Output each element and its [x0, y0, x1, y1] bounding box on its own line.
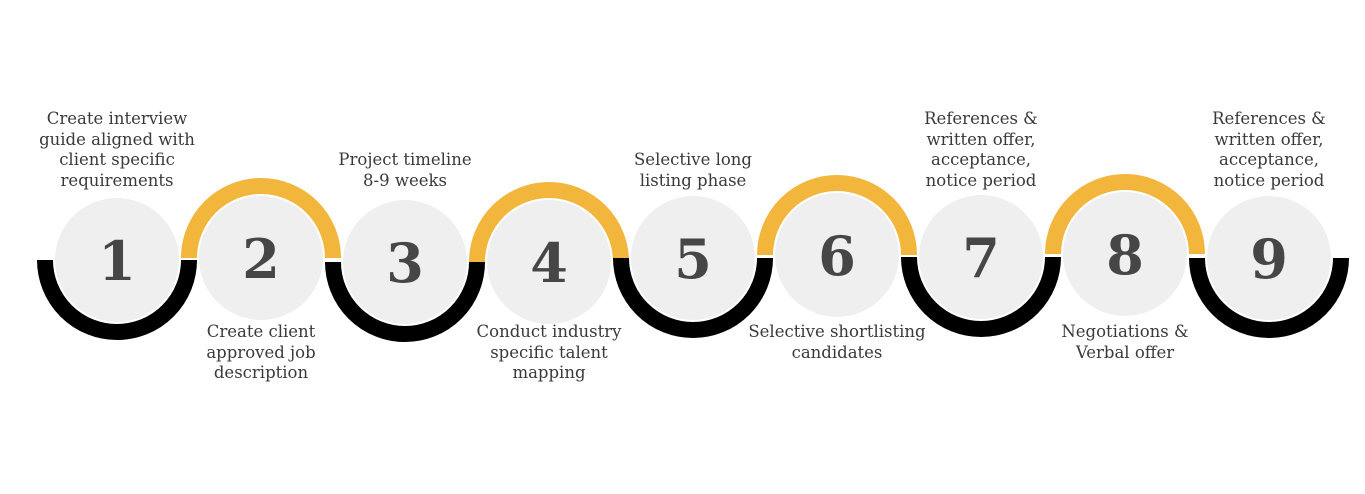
step-circle	[55, 198, 179, 322]
step-number: 1	[98, 229, 136, 293]
connector-arc-bottom	[325, 261, 485, 342]
step-label: Selective long listing phase	[634, 150, 752, 190]
step-number: 9	[1250, 227, 1288, 291]
step-number: 8	[1106, 223, 1144, 287]
connector-arc-top	[1045, 174, 1205, 255]
connector-arc-top	[469, 182, 629, 263]
step-number: 7	[962, 226, 1000, 290]
step-label: Negotiations & Verbal offer	[1061, 322, 1189, 362]
connector-arc-bottom	[613, 257, 773, 338]
step-label: Project timeline 8-9 weeks	[338, 150, 472, 190]
step-label: Create client approved job description	[206, 322, 316, 382]
step-label: Create interview guide aligned with clie…	[39, 109, 195, 190]
step-circle	[1207, 196, 1331, 320]
step-label: Conduct industry specific talent mapping	[476, 322, 622, 382]
step-circle	[919, 195, 1043, 319]
step-label: References & written offer, acceptance, …	[924, 109, 1038, 190]
connector-arc-bottom	[37, 259, 197, 340]
step-circle	[343, 200, 467, 324]
step-circle	[199, 196, 323, 320]
step-circles: 1 2 3 4 5 6 7 8 9	[55, 192, 1331, 324]
step-number: 3	[386, 231, 424, 295]
connector-arcs	[37, 174, 1349, 342]
connector-arc-bottom	[901, 256, 1061, 337]
connector-arc-bottom	[1189, 257, 1349, 338]
step-number: 2	[242, 227, 280, 291]
step-number: 6	[818, 224, 856, 288]
connector-arc-top	[181, 178, 341, 259]
connector-arc-top	[757, 175, 917, 256]
step-circle	[1063, 192, 1187, 316]
step-label: Selective shortlisting candidates	[748, 322, 926, 362]
step-circle	[631, 196, 755, 320]
step-circle	[487, 200, 611, 324]
step-circle	[775, 193, 899, 317]
step-number: 4	[530, 231, 568, 295]
step-label: References & written offer, acceptance, …	[1212, 109, 1326, 190]
step-number: 5	[674, 227, 712, 291]
